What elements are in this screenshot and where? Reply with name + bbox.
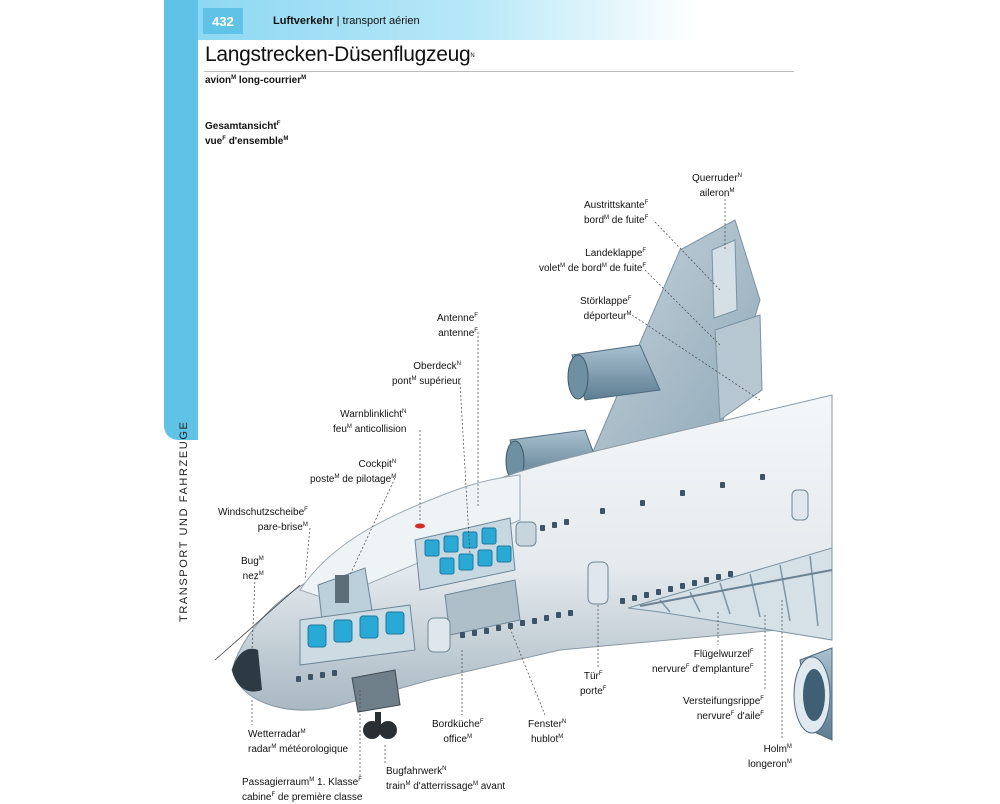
far-engine-1	[567, 344, 661, 401]
view-fr-gender: F	[222, 136, 226, 142]
upper-deck-hump	[299, 474, 521, 601]
cockpit-seat	[335, 575, 349, 603]
first-class-seats	[307, 611, 405, 648]
view-fr: vue	[205, 136, 223, 147]
view-de: Gesamtansicht	[205, 121, 277, 132]
subtitle-fr: avion	[205, 75, 232, 86]
page-title: Langstrecken-DüsenflugzeugN	[205, 43, 475, 67]
sidebar-band	[164, 0, 198, 800]
section-de: Luftverkehr	[273, 15, 334, 27]
far-wing-flap	[714, 314, 763, 421]
subtitle-fr2-gender: M	[301, 75, 307, 81]
title-de-gender: N	[470, 53, 475, 59]
wing-ribs	[659, 555, 819, 627]
nose-cone	[232, 648, 262, 692]
door-rear	[791, 489, 809, 521]
warning-light	[415, 523, 425, 529]
wing-spar	[639, 569, 833, 607]
section-fr: transport aérien	[342, 15, 420, 27]
door-upper	[515, 521, 537, 547]
view-heading: GesamtansichtF vueF d'ensembleM	[205, 118, 288, 148]
upper-windows	[540, 474, 765, 531]
leader-lines	[251, 195, 783, 778]
upper-deck-seats	[424, 527, 512, 575]
subtitle-fr2: long-courrier	[238, 75, 302, 86]
section-title: Luftverkehr | transport aérien	[273, 15, 420, 27]
near-engine	[793, 647, 833, 741]
title-rule	[204, 71, 794, 72]
first-class-bracket	[214, 584, 301, 661]
nose-gear-bay	[351, 669, 401, 713]
lower-windows	[296, 571, 733, 682]
door-front	[427, 617, 451, 653]
view-fr2: d'ensemble	[228, 136, 284, 147]
subtitle-fr-gender: M	[231, 75, 237, 81]
page-number: 432	[203, 8, 243, 34]
view-fr2-gender: M	[283, 136, 289, 142]
far-wing-aileron	[711, 239, 738, 319]
header-bar	[198, 0, 698, 40]
view-de-gender: F	[276, 121, 281, 127]
door	[587, 561, 609, 605]
sidebar-accent	[164, 0, 198, 440]
nose-gear	[363, 712, 397, 739]
title-de: Langstrecken-Düsenflugzeug	[205, 43, 471, 66]
page-subtitle: avionM long-courrierM	[205, 75, 306, 86]
